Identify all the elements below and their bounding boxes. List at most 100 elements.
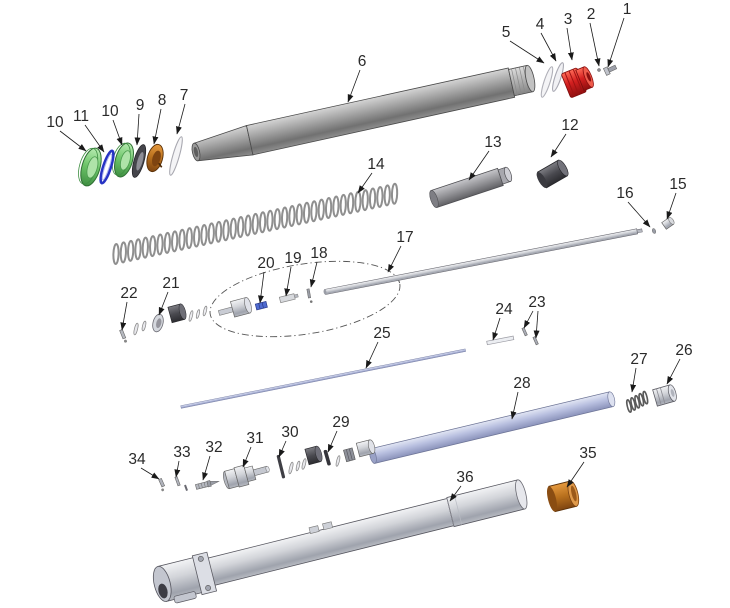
part-number-5: 5 [502, 24, 511, 41]
part-number-3: 3 [564, 11, 573, 28]
leader-line-11 [84, 124, 105, 153]
coil-loop [215, 220, 223, 243]
part-number-30: 30 [281, 424, 299, 441]
leader-line-35 [566, 461, 585, 488]
part-number-4: 4 [536, 16, 545, 33]
part-27-adjuster-spring [626, 390, 649, 413]
leader-line-25 [365, 341, 379, 369]
coil-loop [626, 399, 632, 413]
part-number-26: 26 [675, 342, 692, 359]
rebound-piston-assembly [217, 297, 252, 318]
check-valve-ring [304, 445, 323, 466]
part-36-lower-fork-tube [152, 479, 528, 604]
part-number-10: 10 [46, 114, 64, 131]
leader-line-34 [140, 467, 160, 480]
cartridge-end-cap [355, 439, 376, 458]
part-number-6: 6 [358, 53, 367, 70]
part-24-strip [486, 335, 515, 346]
part-26-adjuster-nut [652, 384, 677, 407]
leader-line-18 [309, 261, 318, 288]
leader-line-5 [509, 40, 545, 64]
coil-loop [178, 228, 186, 251]
part-22-pin [119, 329, 127, 343]
part-number-33: 33 [173, 444, 190, 461]
part-number-2: 2 [587, 6, 596, 23]
part-31-compression-piston [222, 464, 270, 490]
part-21-ring [152, 313, 164, 333]
coil-loop [171, 230, 179, 253]
coil-loop [244, 214, 252, 237]
coil-loop [376, 185, 384, 208]
part-19-cylinder [278, 293, 299, 304]
brake-tab [308, 525, 320, 534]
part-16-pin [652, 228, 656, 234]
coil-loop [324, 197, 333, 220]
coil-loop [141, 236, 149, 259]
part-30-shim [276, 454, 286, 479]
coil-loop [222, 219, 230, 242]
coil-loop [634, 394, 641, 409]
part-number-13: 13 [484, 134, 501, 151]
leader-line-33 [174, 460, 181, 478]
coil-loop [383, 184, 391, 207]
part-number-23: 23 [528, 294, 545, 311]
leader-line-4 [540, 32, 557, 62]
coil-loop [288, 204, 296, 227]
rebound-piston-collar [167, 303, 187, 324]
shim-washer [295, 460, 301, 472]
leader-line-30 [278, 440, 287, 458]
coil-loop [339, 193, 347, 216]
coil-loop [200, 223, 208, 246]
part-34-pin [158, 477, 166, 492]
coil-loop [149, 235, 157, 258]
part-number-15: 15 [669, 176, 686, 193]
leader-line-7 [176, 103, 186, 135]
clamp-screw [205, 585, 211, 591]
coil-loop [273, 208, 281, 231]
coil-loop [258, 211, 267, 234]
part-number-24: 24 [495, 301, 513, 318]
coil-loop [332, 195, 340, 218]
part-number-1: 1 [623, 1, 632, 18]
shim-washer [288, 461, 294, 475]
shim-washer [141, 320, 147, 332]
part-14-main-spring [112, 182, 399, 265]
coil-loop [368, 187, 377, 210]
shim-washer [202, 305, 208, 317]
brake-tab [322, 521, 334, 531]
part-number-20: 20 [257, 255, 275, 272]
leader-line-17 [387, 245, 402, 273]
part-number-29: 29 [332, 414, 349, 431]
coil-loop [310, 200, 318, 223]
part-20-blue-valve [254, 301, 268, 311]
part-number-25: 25 [373, 325, 390, 342]
part-1-screw [602, 64, 618, 76]
coil-loop [207, 222, 215, 245]
part-11-blue-ring [99, 149, 115, 185]
striped-collar [343, 447, 356, 463]
leader-line-13 [468, 150, 490, 181]
leader-line-3 [566, 27, 574, 61]
part-number-19: 19 [284, 250, 301, 267]
leader-line-12 [550, 133, 567, 158]
coil-loop [193, 225, 201, 248]
axle-foot [173, 591, 197, 604]
coil-loop [638, 392, 645, 407]
coil-loop [280, 206, 289, 229]
coil-loop [390, 182, 399, 205]
part-number-12: 12 [561, 117, 578, 134]
leader-line-29 [327, 430, 338, 453]
part-6-upper-fork-tube [191, 64, 536, 162]
part-number-11: 11 [73, 108, 89, 125]
shim-washer [188, 310, 194, 322]
part-number-10: 10 [101, 103, 119, 120]
part-33-pin [174, 476, 181, 487]
coil-loop [295, 203, 303, 226]
part-8-copper-bushing [146, 143, 164, 173]
leader-line-20 [257, 271, 265, 304]
leader-line-2 [589, 22, 601, 67]
coil-loop [266, 209, 274, 232]
part-number-22: 22 [120, 285, 137, 302]
leader-line-21 [158, 291, 169, 316]
